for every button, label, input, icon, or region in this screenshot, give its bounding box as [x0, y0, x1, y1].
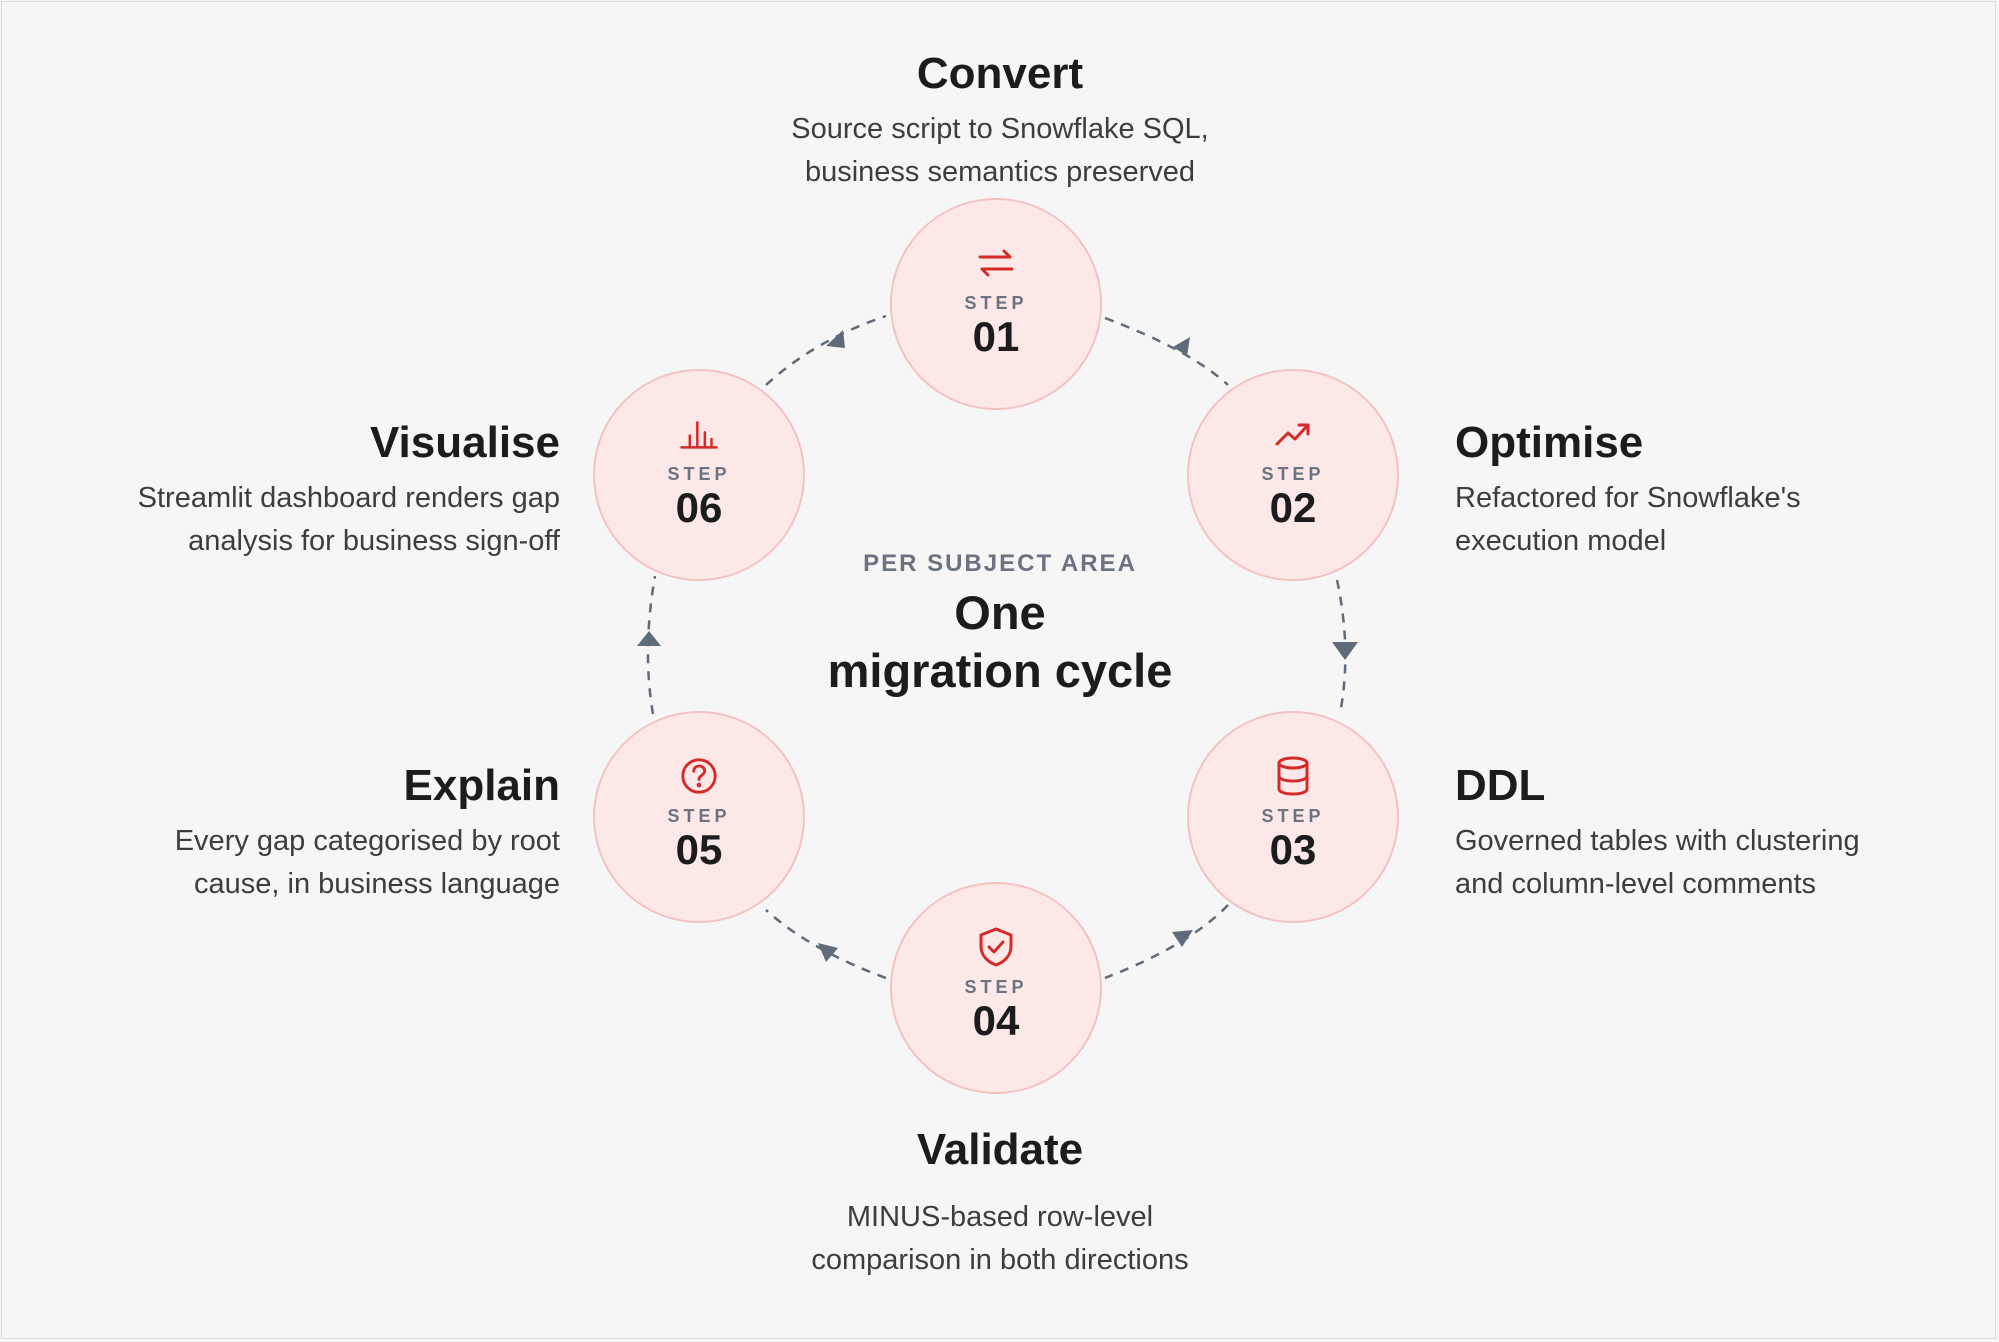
arrowhead-05-06 — [637, 631, 661, 646]
hub-title-line2: migration cycle — [827, 644, 1173, 697]
step-description-line2: execution model — [1455, 525, 1667, 557]
shield-check-icon — [976, 927, 1016, 967]
step-description: Governed tables with clustering and colu… — [1455, 820, 1975, 906]
step-description: Source script to Snowflake SQL, business… — [700, 108, 1300, 194]
step-number: 04 — [972, 996, 1020, 1044]
step-description-line1: Governed tables with clustering — [1455, 825, 1860, 857]
hub-title-line1: One — [954, 586, 1046, 639]
step-description-line1: Streamlit dashboard renders gap — [137, 482, 560, 514]
step-description-line1: MINUS-based row-level — [846, 1201, 1154, 1233]
step-title: Visualise — [370, 418, 560, 467]
step-number: 01 — [972, 312, 1020, 360]
step-node-03: STEP 03 — [1187, 711, 1399, 923]
step-description: Refactored for Snowflake's execution mod… — [1455, 477, 1975, 563]
step-description-line2: analysis for business sign-off — [188, 525, 560, 557]
step-description-line2: cause, in business language — [194, 868, 560, 900]
hub-eyebrow: PER SUBJECT AREA — [863, 550, 1137, 577]
step-description-line1: Refactored for Snowflake's — [1455, 482, 1801, 514]
step-label: STEP — [667, 805, 731, 826]
step-description-line2: comparison in both directions — [811, 1244, 1189, 1276]
hub-title: One migration cycle — [760, 584, 1240, 700]
step-label: STEP — [1261, 463, 1325, 484]
arrowhead-02-03 — [1332, 642, 1358, 660]
step-node-01: STEP 01 — [890, 198, 1102, 410]
step-description-line1: Every gap categorised by root — [174, 825, 560, 857]
step-node-04: STEP 04 — [890, 882, 1102, 1094]
step-number: 02 — [1269, 483, 1317, 531]
arrow-03-to-04 — [1104, 904, 1229, 980]
step-number: 03 — [1269, 825, 1317, 873]
step-title: Validate — [916, 1125, 1084, 1174]
step-node-02: STEP 02 — [1187, 369, 1399, 581]
arrowhead-04-05 — [818, 943, 838, 962]
step-description: Streamlit dashboard renders gap analysis… — [40, 477, 560, 563]
step-label: STEP — [964, 292, 1028, 313]
arrowhead-03-04 — [1172, 930, 1193, 947]
step-description-line2: and column-level comments — [1455, 868, 1817, 900]
question-circle-icon — [679, 756, 719, 796]
step-node-06: STEP 06 — [593, 369, 805, 581]
step-label: STEP — [964, 976, 1028, 997]
step-title: Convert — [916, 49, 1084, 98]
step-text-01: Convert Source script to Snowflake SQL, … — [700, 48, 1300, 194]
step-text-03: DDL Governed tables with clustering and … — [1455, 760, 1975, 906]
arrowhead-01-02 — [1173, 337, 1190, 356]
step-label: STEP — [667, 463, 731, 484]
step-number: 06 — [675, 483, 723, 531]
step-number: 05 — [675, 825, 723, 873]
hub-label: PER SUBJECT AREA One migration cycle — [760, 550, 1240, 700]
step-description: Every gap categorised by root cause, in … — [40, 820, 560, 906]
arrowhead-06-01 — [826, 330, 845, 348]
step-title: Optimise — [1455, 418, 1644, 467]
swap-arrows-icon — [976, 243, 1016, 283]
trending-up-icon — [1273, 414, 1313, 454]
step-description-line1: Source script to Snowflake SQL, — [791, 113, 1209, 145]
step-label: STEP — [1261, 805, 1325, 826]
step-description-line2: business semantics preserved — [804, 156, 1196, 188]
arrow-01-to-02 — [1104, 316, 1229, 386]
step-text-06: Visualise Streamlit dashboard renders ga… — [40, 417, 560, 563]
arrow-05-to-06 — [646, 575, 657, 715]
arrow-06-to-01 — [765, 314, 887, 386]
step-title: Explain — [403, 761, 561, 810]
step-text-04: Validate MINUS-based row-level compariso… — [700, 1124, 1300, 1282]
arrow-04-to-05 — [765, 909, 887, 980]
step-text-05: Explain Every gap categorised by root ca… — [40, 760, 560, 906]
step-text-02: Optimise Refactored for Snowflake's exec… — [1455, 417, 1975, 563]
database-icon — [1273, 756, 1313, 796]
bar-chart-icon — [679, 414, 719, 454]
step-node-05: STEP 05 — [593, 711, 805, 923]
step-title: DDL — [1455, 761, 1546, 810]
step-description: MINUS-based row-level comparison in both… — [700, 1196, 1300, 1282]
